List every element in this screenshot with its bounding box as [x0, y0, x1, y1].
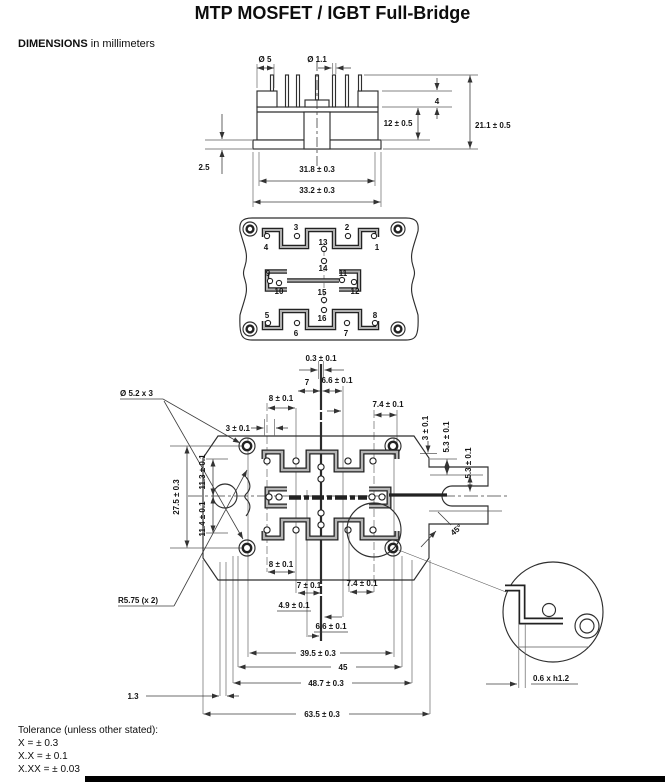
top-view-drawing: 1 2 3 4 5 6 7 8 9 10 11 12 13 14 15 16: [239, 217, 419, 341]
pin-number-2: 2: [345, 223, 350, 232]
dim-offset-13: 1.3: [127, 692, 139, 701]
detail-mounting-hole: [574, 613, 600, 639]
dim-case-height: 12 ± 0.5: [384, 119, 413, 128]
dim-pitch-66-top: 6.6 ± 0.1: [321, 376, 353, 385]
dim-total-height: 21.1 ± 0.5: [475, 121, 511, 130]
dim-pitch-7-bot: 7 ± 0.1: [297, 581, 322, 590]
pin-number-8: 8: [373, 311, 378, 320]
tolerance-line-1: X = ± 0.3: [18, 738, 59, 749]
page-title: MTP MOSFET / IGBT Full-Bridge: [194, 3, 471, 23]
pin-number-6: 6: [294, 329, 299, 338]
dim-pitch-7-top: 7: [305, 378, 310, 387]
tolerance-title: Tolerance (unless other stated):: [18, 725, 159, 736]
dim-offset-53-b: 5.3 ± 0.1: [464, 447, 473, 479]
dim-step-height: 4: [435, 97, 440, 106]
pin-number-16: 16: [318, 314, 327, 323]
top-view-pin-pads: [263, 232, 379, 327]
dim-mount-hole-dia: Ø 5.2 x 3: [120, 389, 153, 398]
side-view-outline: [252, 61, 382, 168]
dim-pitch-66-bot: 6.6 ± 0.1: [315, 622, 347, 631]
dim-overall-width: 33.2 ± 0.3: [299, 186, 335, 195]
pin-number-3: 3: [294, 223, 299, 232]
dim-width-487: 48.7 ± 0.3: [308, 679, 344, 688]
side-view-drawing: Ø 5 Ø 1.1 4 12 ± 0.5 21.1 ± 0.5: [198, 55, 511, 207]
dim-pin-dia: Ø 1.1: [307, 55, 327, 64]
dimensions-label: DIMENSIONS: [18, 38, 88, 50]
pin-number-13: 13: [319, 238, 328, 247]
detail-view-drawing: 0.6 x h1.2: [486, 561, 604, 688]
tolerance-line-2: X.X = ± 0.1: [18, 751, 68, 762]
dim-hole-span-v: 27.5 ± 0.3: [172, 479, 181, 515]
footer-bar: [85, 776, 665, 782]
bottom-view-dimensions: 0.3 ± 0.1 7 6.6 ± 0.1 8 ± 0.1 3 ± 0.1 7.…: [118, 354, 473, 719]
pin-number-11: 11: [339, 269, 348, 278]
bottom-view-outline: [202, 435, 489, 581]
bottom-view-drawing: 0.3 ± 0.1 7 6.6 ± 0.1 8 ± 0.1 3 ± 0.1 7.…: [118, 354, 508, 719]
dim-pitch-74-bot: 7.4 ± 0.1: [346, 579, 378, 588]
dim-chamfer-angle: 45°: [449, 523, 464, 538]
dim-inner-width: 31.8 ± 0.3: [299, 165, 335, 174]
top-view-traces: [261, 227, 380, 331]
bottom-view-extension-lines: [170, 386, 502, 714]
dim-pitch-74-top: 7.4 ± 0.1: [372, 400, 404, 409]
dim-shoulder-dia: Ø 5: [259, 55, 272, 64]
detail-view-circle: [502, 561, 604, 663]
top-view-outline: [239, 217, 419, 341]
dim-trace-width: 0.3 ± 0.1: [305, 354, 337, 363]
dim-edge-3-right: 3 ± 0.1: [421, 415, 430, 440]
dim-edge-3-top: 3 ± 0.1: [226, 424, 251, 433]
pin-number-10: 10: [275, 287, 284, 296]
dimensions-units-label: in millimeters: [87, 38, 155, 50]
bottom-view-pin-pads: [263, 457, 386, 534]
pin-number-14: 14: [319, 264, 328, 273]
dim-width-635: 63.5 ± 0.3: [304, 710, 340, 719]
dim-corner-radius: R5.75 (x 2): [118, 596, 158, 605]
pin-number-7: 7: [344, 329, 349, 338]
bottom-view-traces: [261, 449, 447, 541]
dimensions-note: DIMENSIONS in millimeters: [18, 38, 155, 50]
pin-number-9: 9: [266, 269, 271, 278]
dim-pitch-8-top: 8 ± 0.1: [269, 394, 294, 403]
dim-pitch-8-bot: 8 ± 0.1: [269, 560, 294, 569]
pin-number-4: 4: [264, 243, 269, 252]
dim-offset-114: 11.4 ± 0.1: [198, 501, 207, 537]
dim-offset-53-a: 5.3 ± 0.1: [442, 421, 451, 453]
detail-pin-pad: [541, 602, 557, 618]
dim-offset-113: 11.3 ± 0.1: [198, 454, 207, 490]
top-view-mounting-holes: [242, 221, 406, 337]
case-edge-wave: [244, 476, 251, 517]
tolerance-note: Tolerance (unless other stated): X = ± 0…: [18, 724, 158, 776]
pin-number-12: 12: [351, 287, 360, 296]
top-view-pin-numbers: 1 2 3 4 5 6 7 8 9 10 11 12 13 14 15 16: [264, 223, 380, 338]
dim-pitch-49: 4.9 ± 0.1: [278, 601, 310, 610]
dim-base-thickness: 2.5: [198, 163, 210, 172]
tolerance-line-3: X.XX = ± 0.03: [18, 764, 80, 775]
dim-width-45: 45: [339, 663, 348, 672]
pin-number-1: 1: [375, 243, 380, 252]
dim-detail-trace: 0.6 x h1.2: [533, 674, 570, 683]
dim-width-395: 39.5 ± 0.3: [300, 649, 336, 658]
pin-number-15: 15: [318, 288, 327, 297]
detail-callout-circle: [346, 502, 402, 558]
pin-number-5: 5: [265, 311, 270, 320]
chamfer-line: [437, 511, 452, 526]
side-view-dimensions: Ø 5 Ø 1.1 4 12 ± 0.5 21.1 ± 0.5: [198, 55, 511, 207]
